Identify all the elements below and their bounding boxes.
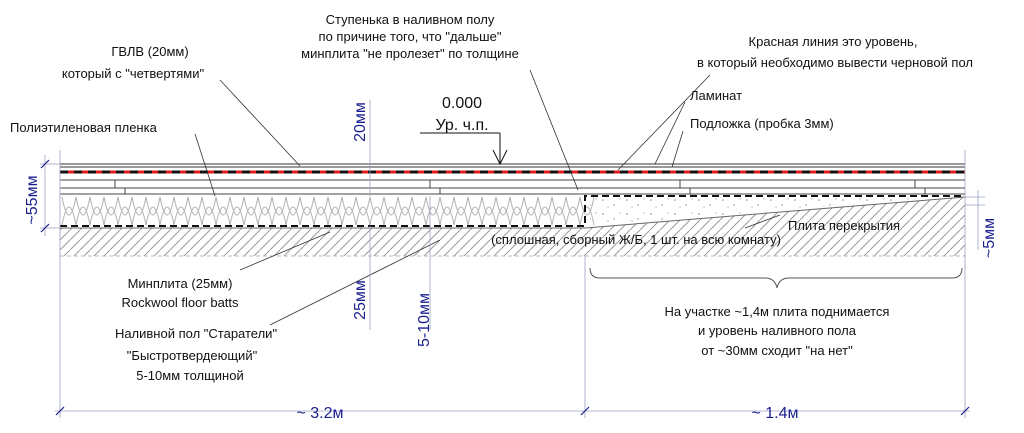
minplita-label-line1: Минплита (25мм) (128, 276, 233, 291)
screed-label-line2: "Быстротвердеющий" (127, 348, 258, 363)
dim-slab-rise: ~5мм (981, 218, 998, 258)
dim-length-right: ~ 1.4м (751, 405, 798, 422)
level-value: 0.000 (442, 95, 482, 112)
step-note-line2: по причине того, что "дальше" (319, 29, 502, 44)
level-name: Ур. ч.п. (435, 117, 488, 134)
floor-slab (60, 196, 966, 257)
gvlv-label-line2: который с "четвертями" (62, 66, 205, 81)
polyethylene-label: Полиэтиленовая пленка (10, 120, 158, 135)
underlay-label: Подложка (пробка 3мм) (690, 116, 834, 131)
red-line-note-line2: в который необходимо вывести черновой по… (697, 55, 973, 70)
slab-label-line1: Плита перекрытия (788, 218, 900, 233)
laminate-label: Ламинат (690, 88, 742, 103)
section-note-line2: и уровень наливного пола (698, 323, 857, 338)
screed-label-line3: 5-10мм толщиной (136, 368, 243, 383)
section-note-line1: На участке ~1,4м плита поднимается (665, 304, 890, 319)
dim-length-left: ~ 3.2м (296, 405, 343, 422)
step-note-line1: Ступенька в наливном полу (326, 12, 495, 27)
screed-wedge (590, 196, 960, 226)
gvlv-layer (60, 179, 965, 195)
leader-lines (194, 69, 781, 326)
section-note-line3: от ~30мм сходит "на нет" (701, 343, 853, 358)
step-note-line3: минплита "не пролезет" по толщине (301, 46, 519, 61)
laminate-layer (60, 163, 965, 168)
dimension-lines (40, 100, 985, 418)
dim-mineral-thickness: 25мм (352, 280, 369, 320)
gvlv-label-line1: ГВЛВ (20мм) (111, 44, 188, 59)
dimension-ticks (40, 159, 970, 416)
minplita-label-line2: Rockwool floor batts (121, 295, 239, 310)
screed-label-line1: Наливной пол "Старатели" (115, 326, 278, 341)
section-brace (589, 267, 963, 289)
dim-total-thickness: ~55мм (24, 175, 41, 224)
mineral-wool-layer (60, 196, 595, 226)
dim-screed-thickness: 5-10мм (416, 293, 433, 347)
slab-label-line2: (сплошная, сборный Ж/Б, 1 шт. на всю ком… (491, 232, 781, 247)
dim-gvlv-thickness: 20мм (352, 102, 369, 142)
level-marker (420, 132, 508, 166)
screed-step-line (60, 195, 965, 227)
red-line-note-line1: Красная линия это уровень, (749, 34, 918, 49)
